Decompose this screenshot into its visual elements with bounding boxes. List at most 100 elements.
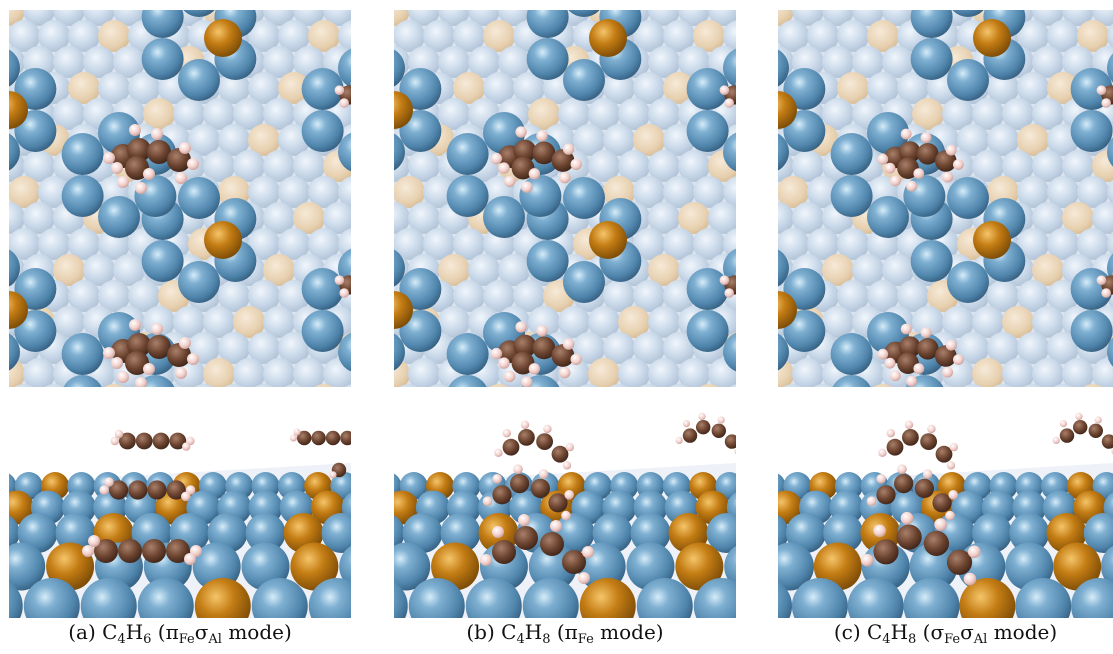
background-al-atom <box>778 202 794 234</box>
surface-al-atom <box>339 545 351 588</box>
adsorbed-molecule-carbon-atom <box>135 432 153 450</box>
adsorbed-molecule-carbon-atom <box>147 140 171 164</box>
background-fe-atom <box>394 10 410 26</box>
background-fe-atom <box>693 20 725 52</box>
background-al-atom <box>528 306 560 338</box>
surface-al-atom <box>61 333 104 375</box>
background-al-atom <box>128 72 160 104</box>
surface-al-atom <box>394 249 405 287</box>
adsorbed-molecule-hydrogen-atom <box>184 553 196 565</box>
background-fe-atom <box>1062 202 1094 234</box>
background-al-atom <box>308 176 340 208</box>
adsorbed-molecule-hydrogen-atom <box>179 337 191 349</box>
background-al-atom <box>263 358 295 387</box>
background-al-atom <box>693 176 725 208</box>
background-al-atom <box>248 228 280 260</box>
background-al-atom <box>218 332 250 364</box>
background-al-atom <box>483 72 515 104</box>
adsorbed-molecule-hydrogen-atom <box>876 474 886 484</box>
background-fe-atom <box>233 306 265 338</box>
surface-al-atom <box>723 48 736 88</box>
background-al-atom <box>792 358 824 387</box>
surface-al-atom <box>14 68 57 110</box>
adsorbed-molecule-hydrogen-atom <box>906 180 917 192</box>
background-al-atom <box>678 358 710 387</box>
adsorbed-molecule-carbon-atom <box>923 530 949 556</box>
background-al-atom <box>293 358 325 387</box>
surface-al-atom <box>178 177 220 219</box>
background-al-atom <box>1107 179 1113 205</box>
background-al-atom <box>648 358 680 387</box>
surface-al-atom <box>399 110 442 152</box>
edge-molecule-hydrogen-atom <box>675 436 683 444</box>
background-al-atom <box>987 72 1019 104</box>
edge-molecule-hydrogen-atom <box>1059 420 1067 428</box>
background-al-atom <box>263 46 295 78</box>
adsorbed-molecule-hydrogen-atom <box>187 353 199 365</box>
background-al-atom <box>1002 98 1034 130</box>
surface-al-atom <box>448 375 487 387</box>
background-al-atom <box>648 306 680 338</box>
edge-molecule-hydrogen-atom <box>1096 275 1107 286</box>
fe-atom <box>973 221 1011 259</box>
adsorbed-molecule-carbon-atom <box>917 338 939 360</box>
surface-al-atom <box>686 110 729 152</box>
adsorbed-molecule-hydrogen-atom <box>498 162 510 174</box>
adsorbed-molecule-hydrogen-atom <box>913 168 925 180</box>
background-al-atom <box>588 150 620 182</box>
adsorbed-molecule-hydrogen-atom <box>565 443 574 452</box>
surface-al-atom <box>98 196 140 238</box>
background-al-atom <box>1023 384 1043 387</box>
surface-al-atom <box>910 10 953 38</box>
caption-b: (b) C4H8 (πFe mode) <box>466 620 664 647</box>
background-fe-atom <box>699 384 719 387</box>
adsorbed-molecule-carbon-atom <box>492 485 512 505</box>
surface-al-atom <box>778 581 793 618</box>
background-al-atom <box>408 202 440 234</box>
adsorbed-molecule-carbon-atom <box>540 532 564 556</box>
background-fe-atom <box>778 10 794 26</box>
background-fe-atom <box>1002 306 1034 338</box>
background-fe-atom <box>314 384 334 387</box>
edge-molecule-hydrogen-atom <box>1101 288 1111 298</box>
background-fe-atom <box>778 176 809 208</box>
adsorbed-molecule-carbon-atom <box>920 433 937 450</box>
adsorbed-molecule-carbon-atom <box>562 550 586 574</box>
adsorbed-molecule-carbon-atom <box>166 539 190 563</box>
background-fe-atom <box>263 254 295 286</box>
surface-al-atom <box>693 578 736 618</box>
background-al-atom <box>438 98 470 130</box>
background-al-atom <box>723 176 736 208</box>
background-al-atom <box>23 202 55 234</box>
background-al-atom <box>1062 358 1094 387</box>
background-fe-atom <box>867 20 899 52</box>
background-al-atom <box>173 306 205 338</box>
adsorbed-molecule-hydrogen-atom <box>117 176 129 188</box>
edge-molecule-carbon-atom <box>340 430 351 446</box>
background-fe-atom <box>489 384 509 387</box>
edge-molecule-hydrogen-atom <box>334 85 345 95</box>
adsorbed-molecule-hydrogen-atom <box>884 162 896 174</box>
background-al-atom <box>663 176 695 208</box>
background-fe-atom <box>203 358 235 387</box>
adsorbed-molecule-hydrogen-atom <box>135 377 147 387</box>
background-fe-atom <box>104 384 124 387</box>
background-al-atom <box>678 150 710 182</box>
adsorbed-molecule-hydrogen-atom <box>945 144 957 156</box>
background-al-atom <box>867 72 899 104</box>
surface-al-atom <box>178 261 220 303</box>
surface-al-atom <box>61 175 104 217</box>
adsorbed-molecule-hydrogen-atom <box>570 353 582 365</box>
background-al-atom <box>1077 176 1109 208</box>
background-al-atom <box>68 280 100 312</box>
adsorbed-molecule-hydrogen-atom <box>900 128 912 140</box>
adsorbed-molecule-carbon-atom <box>119 432 136 450</box>
background-al-atom <box>609 384 629 387</box>
background-fe-atom <box>1077 20 1109 52</box>
fe-atom <box>959 578 1016 618</box>
background-al-atom <box>1107 23 1113 49</box>
adsorbed-molecule-hydrogen-atom <box>945 510 955 521</box>
background-al-atom <box>14 384 34 387</box>
surface-al-atom <box>526 240 569 282</box>
background-al-atom <box>128 280 160 312</box>
